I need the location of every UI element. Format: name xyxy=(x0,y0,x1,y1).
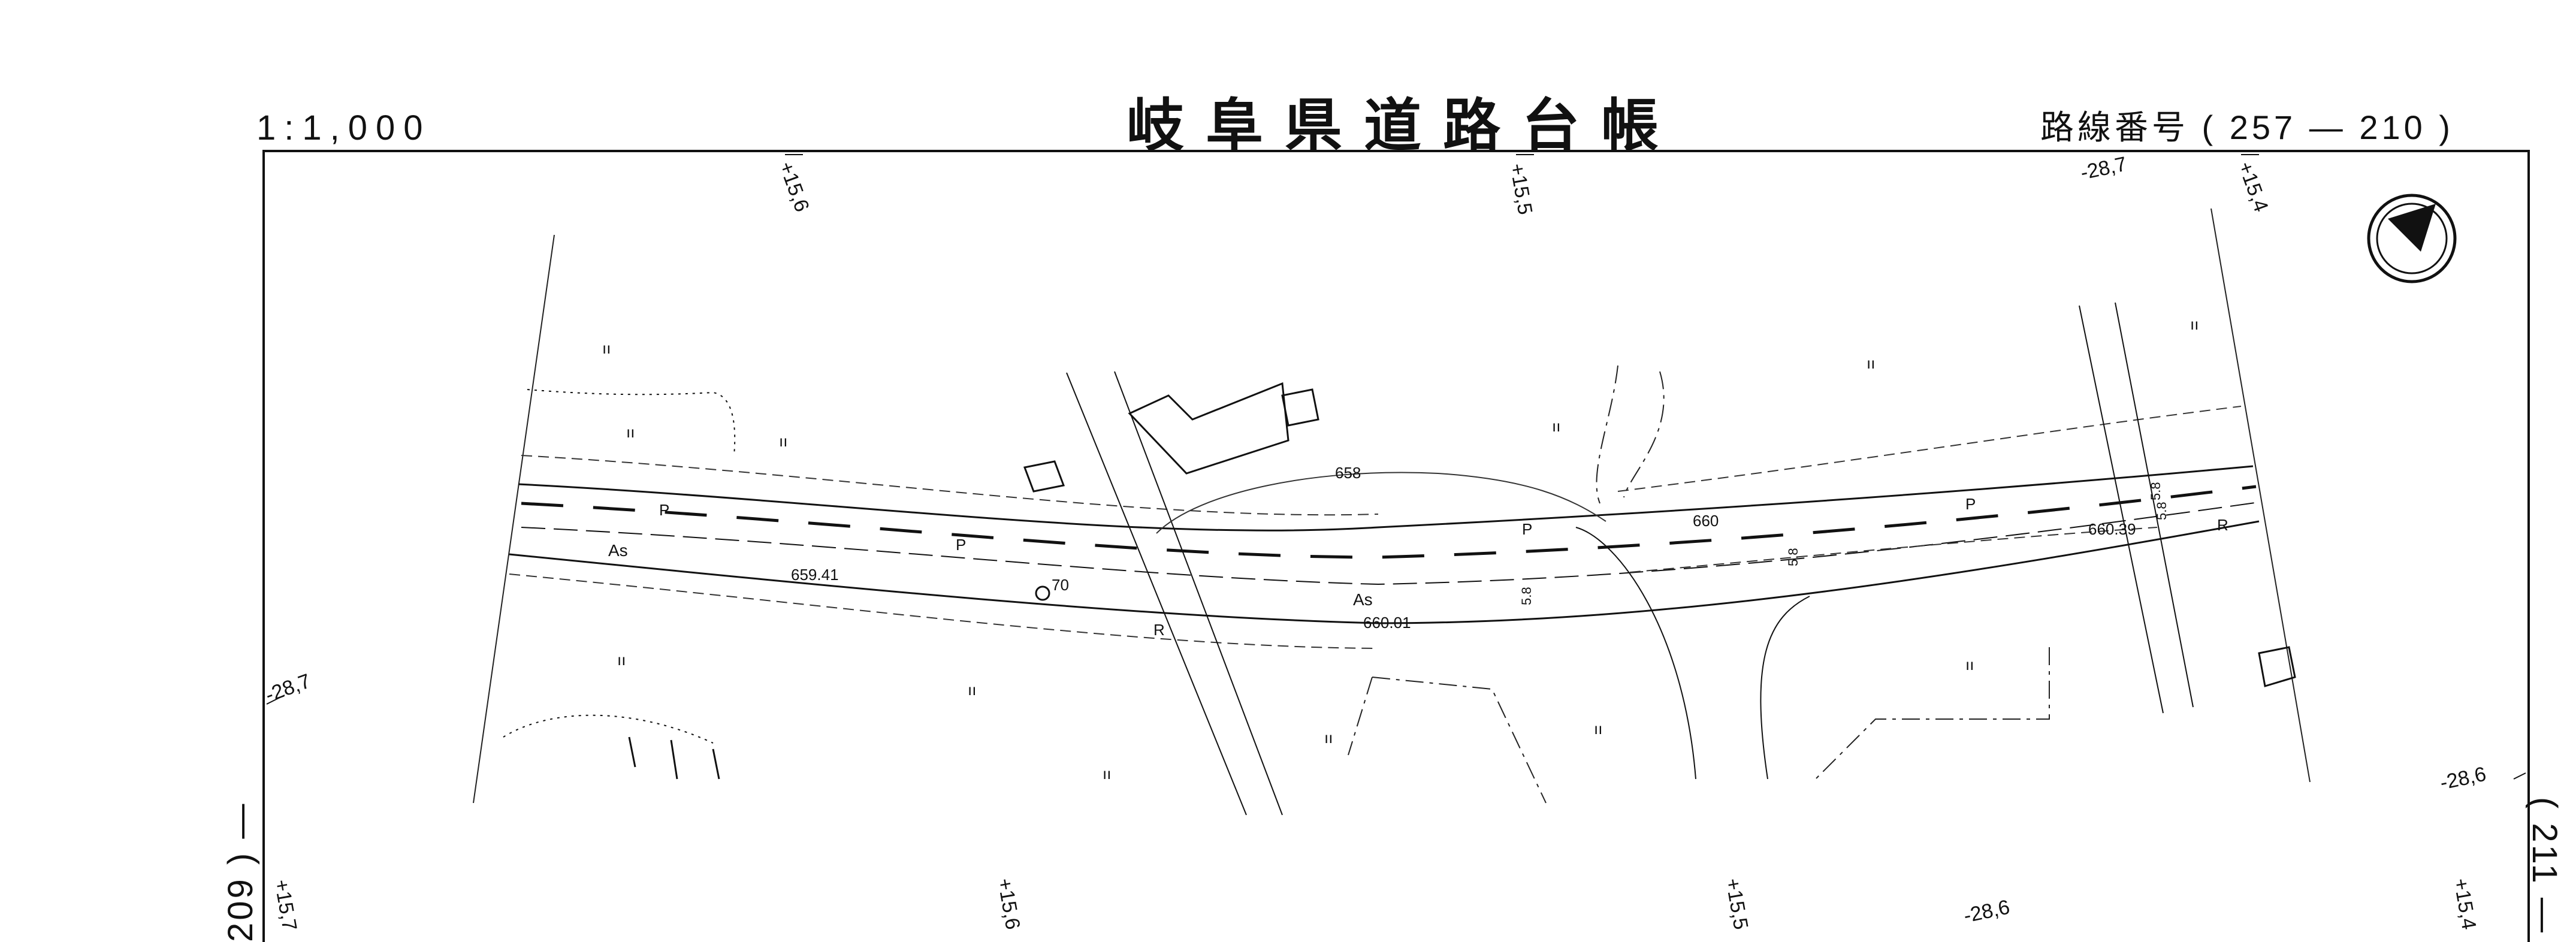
vegetation-symbols: ıı ıı ıı ıı ıı ıı ıı ıı ıı ıı ıı ıı xyxy=(602,315,2198,783)
cross-road-left-a xyxy=(1066,372,1247,816)
elevation-label-3: 660.39 xyxy=(2088,520,2136,538)
cross-road-center-a xyxy=(1575,527,1696,780)
svg-text:ıı: ıı xyxy=(1594,720,1602,738)
grid-label-bottom-4: +15,4 xyxy=(2449,877,2480,931)
elevation-label-2: 660.01 xyxy=(1363,614,1411,632)
page-title: 岐阜県道路台帳 xyxy=(1127,94,1680,158)
lane-marking xyxy=(521,485,2257,559)
symbol-r-2: R xyxy=(2217,516,2228,534)
contour-label-658: 658 xyxy=(1335,464,1361,482)
sheet-frame xyxy=(262,150,2530,942)
coverage-boundary-left xyxy=(473,234,555,804)
svg-text:ıı: ıı xyxy=(1324,729,1333,747)
elevation-label-4: 660 xyxy=(1693,512,1719,530)
retaining-wall-marks xyxy=(628,736,720,780)
land-boundary-2 xyxy=(1815,647,2050,780)
survey-point-icon xyxy=(1035,585,1050,601)
embankment-upper-left xyxy=(527,389,736,456)
symbol-p-2: P xyxy=(956,536,966,554)
contour-658 xyxy=(1156,472,1606,534)
svg-text:ıı: ıı xyxy=(779,432,787,450)
land-boundary-4 xyxy=(1596,365,1618,504)
grid-label-top-lat: -28,7 xyxy=(2079,153,2129,185)
grid-label-bottom-3: +15,5 xyxy=(1721,877,1752,931)
sidewalk-line-upper-left xyxy=(521,455,1379,516)
land-boundary-1 xyxy=(1348,677,1547,804)
building-1 xyxy=(1128,382,1289,475)
svg-text:ıı: ıı xyxy=(1965,656,1974,674)
symbol-p-1: P xyxy=(659,501,669,519)
svg-text:ıı: ıı xyxy=(617,651,626,669)
north-arrow-icon xyxy=(2367,194,2457,283)
sidewalk-line-lower-right xyxy=(1629,527,2158,573)
grid-label-bottom-lat: -28,6 xyxy=(1962,896,2012,928)
cross-road-left-b xyxy=(1114,371,1283,816)
station-label-70: 70 xyxy=(1052,576,1069,594)
svg-text:ıı: ıı xyxy=(1552,417,1560,435)
road-centerline xyxy=(521,502,2260,585)
svg-text:ıı: ıı xyxy=(2190,315,2198,333)
km-post-1: 5.8 xyxy=(1519,587,1534,605)
svg-text:ıı: ıı xyxy=(968,681,976,699)
symbol-r-1: R xyxy=(1153,621,1165,639)
grid-label-bottom-1: +15,7 xyxy=(270,878,301,932)
svg-text:ıı: ıı xyxy=(1103,765,1111,783)
land-boundary-3 xyxy=(1623,371,1665,498)
elevation-label-1: 659.41 xyxy=(791,566,839,584)
symbol-p-4: P xyxy=(1965,495,1976,513)
map-scale: 1:1,000 xyxy=(256,108,431,147)
sidewalk-line-upper-right xyxy=(1617,406,2242,492)
sidewalk-line-lower-left xyxy=(509,573,1379,649)
km-post-2: 5.8 xyxy=(1786,548,1801,566)
grid-label-bottom-2: +15,6 xyxy=(993,877,1024,931)
building-3 xyxy=(1281,388,1319,427)
svg-text:ıı: ıı xyxy=(602,339,611,357)
building-2 xyxy=(1023,460,1065,493)
km-post-3: 5.8 xyxy=(2154,502,2169,520)
surface-label-as-left: As xyxy=(608,541,628,560)
grid-label-top-2: +15,5 xyxy=(1505,162,1536,216)
svg-text:ıı: ıı xyxy=(626,423,635,441)
km-post-4: 5.8 xyxy=(2148,482,2163,500)
svg-text:ıı: ıı xyxy=(1867,354,1875,372)
road-edge-bottom xyxy=(509,520,2260,624)
symbol-p-3: P xyxy=(1522,520,1532,538)
road-edge-top xyxy=(518,465,2254,532)
cross-road-center-b xyxy=(1760,596,1810,780)
grid-label-right-lat: -28,6 xyxy=(2438,763,2489,795)
route-number: 路線番号 ( 257 — 210 ) xyxy=(2040,108,2454,146)
cross-road-right-a xyxy=(2079,305,2164,714)
cross-road-right-b xyxy=(2115,302,2194,708)
coverage-boundary-right xyxy=(2210,208,2311,783)
grid-label-left-lat: -28,7 xyxy=(262,669,314,707)
surface-label-as-center: As xyxy=(1353,590,1373,609)
embankment-lower-left xyxy=(503,714,714,744)
grid-tick-marks xyxy=(266,154,2526,780)
grid-label-top-3: +15,4 xyxy=(2233,159,2272,215)
building-4 xyxy=(2258,646,2296,687)
grid-label-top-1: +15,6 xyxy=(774,159,813,215)
